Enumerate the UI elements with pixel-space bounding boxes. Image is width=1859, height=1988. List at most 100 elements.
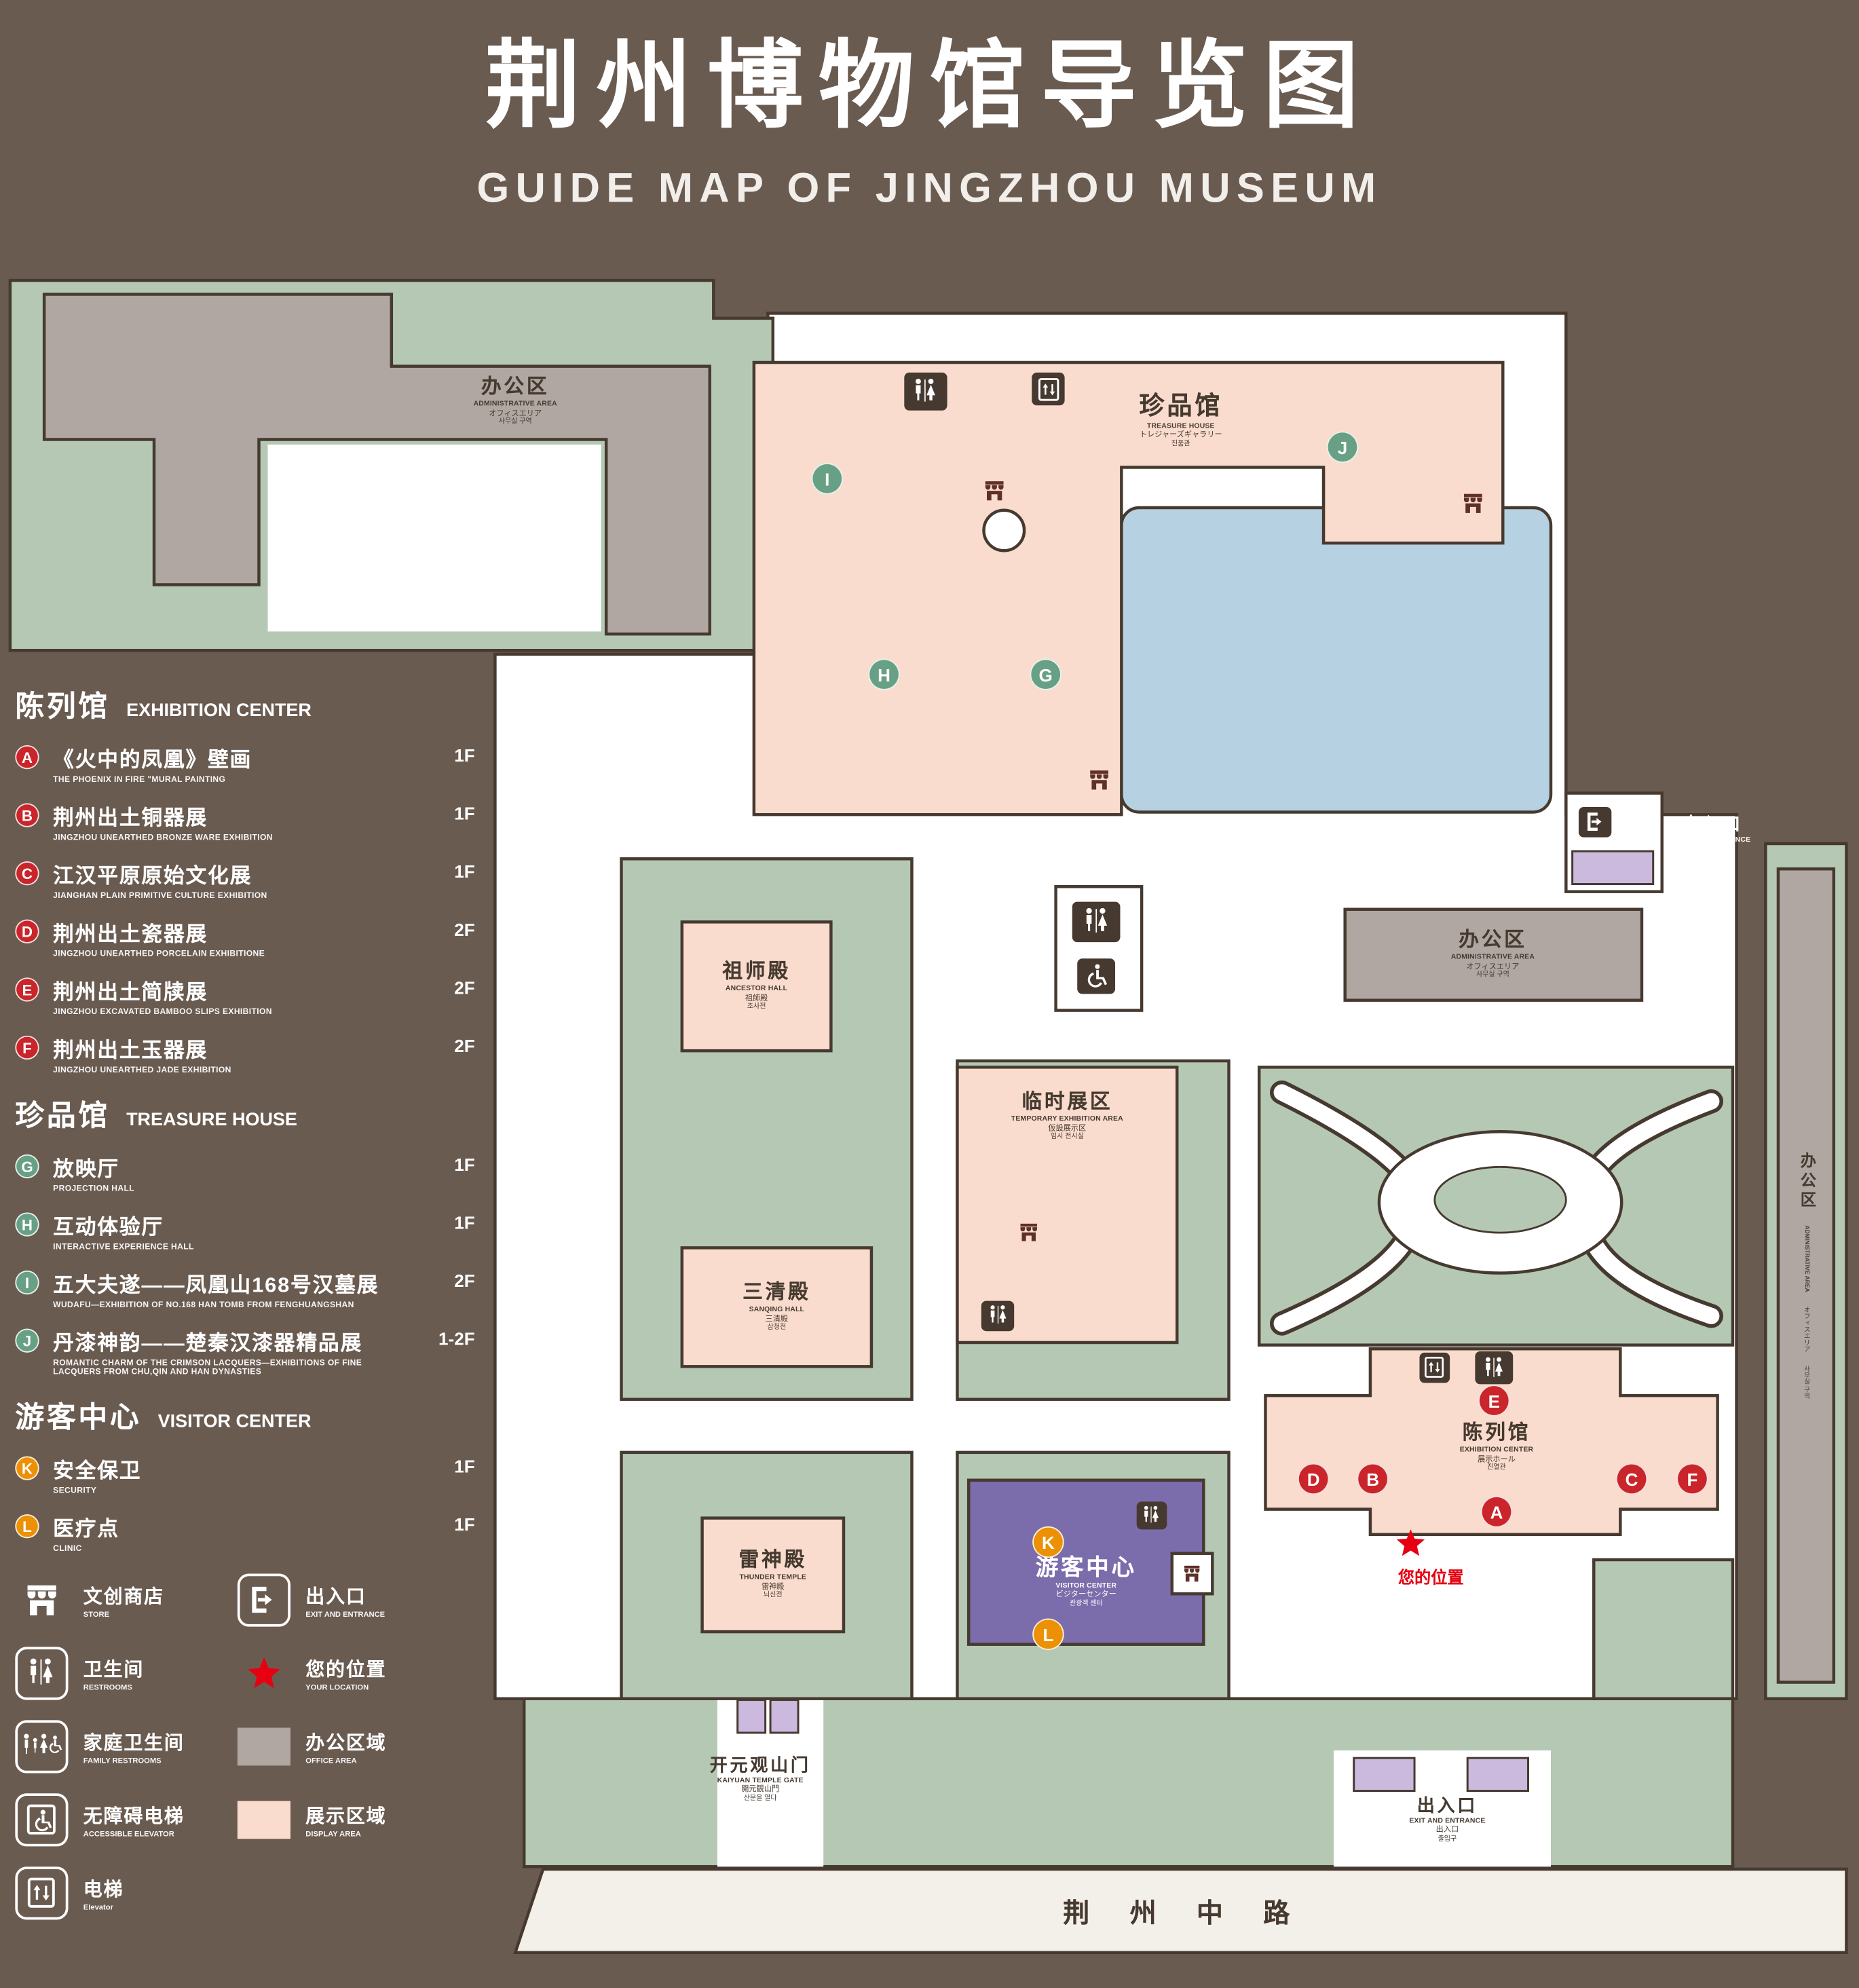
floor-badge: 1F: [454, 1154, 475, 1175]
key-family-restrooms: 家庭卫生间 FAMILY RESTROOMS: [15, 1720, 229, 1774]
legend-item-F: F 荆州出土玉器展 JINGZHOU UNEARTHED JADE EXHIBI…: [15, 1033, 495, 1074]
legend-marker: G: [15, 1154, 39, 1179]
garden-paths: [1269, 1080, 1723, 1336]
marker-B: B: [1357, 1463, 1389, 1495]
marker-C: C: [1615, 1463, 1648, 1495]
legend-section-treasure-house: 珍品馆 TREASURE HOUSE: [15, 1098, 297, 1132]
restroom-icon: [981, 1300, 1015, 1332]
location-star-icon: [238, 1647, 290, 1700]
label-your-location: 您的位置: [1397, 1568, 1464, 1588]
legend-item-K: K 安全保卫 SECURITY 1F: [15, 1454, 495, 1495]
key-restrooms: 卫生间 RESTROOMS: [15, 1647, 229, 1700]
floor-badge: 2F: [454, 919, 475, 940]
legend-section-visitor-center: 游客中心 VISITOR CENTER: [15, 1400, 312, 1433]
legend-marker: F: [15, 1035, 39, 1060]
key-your-location: 您的位置 YOUR LOCATION: [238, 1647, 487, 1700]
visitor-center-building: [966, 1478, 1205, 1646]
floor-badge: 1F: [454, 745, 475, 766]
floor-badge: 1F: [454, 861, 475, 882]
marker-K: K: [1032, 1526, 1064, 1558]
legend-item-L: L 医疗点 CLINIC 1F: [15, 1512, 495, 1554]
south-exit-structure: [1353, 1757, 1416, 1793]
legend-item-D: D 荆州出土瓷器展 JINGZHOU UNEARTHED PORCELAIN E…: [15, 917, 495, 958]
legend-marker: I: [15, 1270, 39, 1295]
legend-item-H: H 互动体验厅 INTERACTIVE EXPERIENCE HALL 1F: [15, 1210, 495, 1252]
marker-L: L: [1032, 1618, 1064, 1651]
label-sanqing-hall: 三清殿 SANQING HALL 三清殿 삼청전: [743, 1282, 811, 1332]
marker-D: D: [1297, 1463, 1330, 1495]
store-icon: [1083, 766, 1115, 796]
marker-E: E: [1478, 1385, 1510, 1417]
label-south-exit: 出入口 EXIT AND ENTRANCE 出入口 출입구: [1409, 1795, 1486, 1843]
legend-item-A: A 《火中的凤凰》壁画 THE PHOENIX IN FIRE "MURAL P…: [15, 743, 495, 785]
page-title: 荆州博物馆导览图: [485, 33, 1374, 140]
label-thunder-temple: 雷神殿 THUNDER TEMPLE 雷神殿 뇌신전: [738, 1550, 808, 1600]
marker-F: F: [1676, 1463, 1708, 1495]
label-exhibition-center: 陈列馆 EXHIBITION CENTER 展示ホール 진열관: [1459, 1422, 1534, 1472]
east-exit-gate: [1571, 850, 1655, 886]
legend-marker: H: [15, 1212, 39, 1237]
marker-H: H: [868, 658, 900, 690]
floor-badge: 1-2F: [438, 1328, 475, 1349]
legend-marker: B: [15, 803, 39, 827]
ancestor-hall-building: [680, 920, 833, 1053]
elevator-icon: [1032, 372, 1065, 406]
gate-structure: [736, 1699, 767, 1734]
label-visitor-center: 游客中心 VISITOR CENTER ビジターセンター 관광객 센터: [1035, 1554, 1137, 1608]
floor-badge: 1F: [454, 1212, 475, 1233]
store-icon: [1014, 1219, 1045, 1247]
restroom-icon: [1072, 901, 1121, 943]
label-admin-area-right: 办公区 ADMINISTRATIVE AREA オフィスエリア 사무실 구역: [1450, 929, 1535, 980]
key-store: 文创商店 STORE: [15, 1573, 229, 1626]
temporary-exhibition-building: [956, 1066, 1179, 1345]
marker-A: A: [1480, 1496, 1513, 1528]
floor-badge: 1F: [454, 1456, 475, 1477]
legend-panel: 陈列馆 EXHIBITION CENTER A 《火中的凤凰》壁画 THE PH…: [15, 682, 495, 1940]
legend-item-I: I 五大夫遂——凤凰山168号汉墓展 WUDAFU—EXHIBITION OF …: [15, 1268, 495, 1310]
legend-marker: E: [15, 977, 39, 1002]
office-area-swatch: [237, 1727, 290, 1766]
key-exit: 出入口 EXIT AND ENTRANCE: [237, 1573, 487, 1627]
south-lawn: [522, 1697, 1735, 1869]
floor-badge: 2F: [454, 977, 475, 998]
floor-badge: 2F: [454, 1270, 475, 1291]
legend-marker: A: [15, 745, 39, 770]
legend-item-E: E 荆州出土简牍展 JINGZHOU EXCAVATED BAMBOO SLIP…: [15, 975, 495, 1017]
legend-marker: L: [15, 1514, 39, 1539]
label-treasure-house: 珍品馆 TREASURE HOUSE トレジャーズギャラリー 진품관: [1139, 392, 1223, 449]
label-admin-area-top: 办公区 ADMINISTRATIVE AREA オフィスエリア 사무실 구역: [473, 376, 557, 427]
marker-J: J: [1326, 431, 1359, 463]
floor-badge: 1F: [454, 1514, 475, 1535]
your-location-star-icon: [1394, 1527, 1427, 1560]
exit-icon: [1578, 807, 1612, 838]
label-admin-area-east: 办公区 ADMINISTRATIVE AREA オフィスエリア 사무실 구역: [1797, 1152, 1816, 1400]
elevator-icon: [15, 1867, 69, 1920]
treasure-house-arch: [982, 508, 1026, 552]
restroom-icon: [15, 1647, 69, 1700]
southeast-lawn: [1592, 1558, 1735, 1700]
display-area-swatch: [237, 1801, 290, 1839]
marker-I: I: [811, 462, 844, 495]
legend-marker: J: [15, 1328, 39, 1353]
thunder-temple-building: [700, 1516, 846, 1634]
store-icon: [15, 1573, 68, 1626]
legend-marker: K: [15, 1456, 39, 1480]
store-icon: [1456, 489, 1488, 519]
restroom-icon: [904, 372, 947, 411]
admin-building-top: [42, 293, 711, 636]
restroom-icon: [1136, 1501, 1167, 1530]
restroom-icon: [1475, 1351, 1514, 1385]
gate-structure: [769, 1699, 800, 1734]
store-icon: [977, 476, 1010, 507]
label-road: 荆 州 中 路: [1063, 1899, 1307, 1929]
accessible-icon: [1077, 958, 1116, 994]
legend-marker: C: [15, 861, 39, 886]
label-ancestor-hall: 祖师殿 ANCESTOR HALL 祖師殿 조사전: [722, 961, 791, 1011]
family-restroom-icon: [15, 1720, 69, 1774]
page-subtitle: GUIDE MAP OF JINGZHOU MUSEUM: [476, 164, 1383, 211]
legend-key: 文创商店 STORE 卫生间 RESTROOMS 家庭卫生间 FAMILY RE…: [15, 1573, 495, 1940]
key-display-area: 展示区域 DISPLAY AREA: [237, 1793, 487, 1846]
admin-courtyard: [267, 444, 601, 632]
